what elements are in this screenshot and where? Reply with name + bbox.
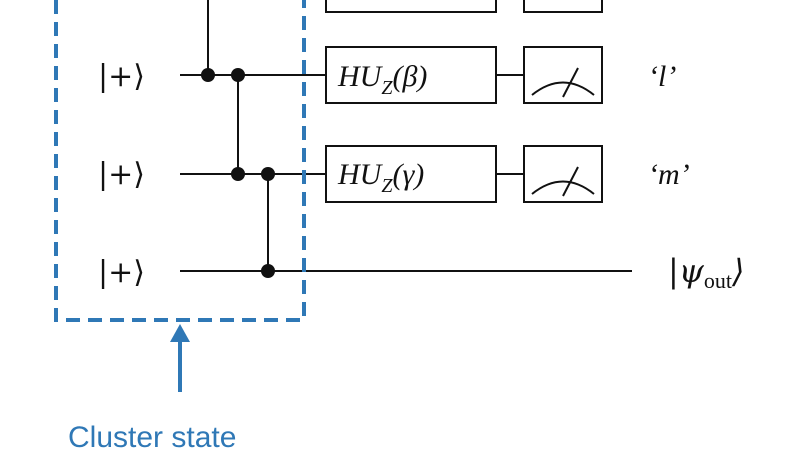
measure-box-top-partial (523, 0, 603, 13)
entangling-gates (201, 68, 275, 278)
control-dot (201, 68, 215, 82)
input-ket-2: |+⟩ (98, 157, 145, 192)
arrow-up-icon (170, 324, 190, 392)
gate-box-top-partial (325, 0, 497, 13)
wire-row-1: |+⟩ HUZ(β) ‘l’ (98, 46, 676, 104)
control-dot (261, 264, 275, 278)
cluster-state-frame (54, 0, 306, 322)
wire-row-2: |+⟩ HUZ(γ) ‘m’ (98, 145, 690, 203)
wire-row-3: |+⟩ |ψout⟩ (98, 252, 744, 293)
meter-icon (531, 67, 595, 98)
cluster-state-caption: Cluster state (68, 421, 236, 450)
gate-hu-gamma-label: HUZ(γ) (337, 158, 424, 197)
gate-hu-gamma (325, 145, 497, 203)
measurement-box-1 (523, 46, 603, 104)
control-dot (261, 167, 275, 181)
outcome-label-m: ‘m’ (648, 158, 690, 191)
output-state-label: |ψout⟩ (668, 252, 744, 293)
gate-hu-beta (325, 46, 497, 104)
control-dot (231, 68, 245, 82)
gate-hu-beta-label: HUZ(β) (337, 60, 427, 99)
measurement-box-2 (523, 145, 603, 203)
input-ket-3: |+⟩ (98, 255, 145, 290)
control-dot (231, 167, 245, 181)
outcome-label-l: ‘l’ (648, 60, 676, 93)
meter-icon (531, 166, 595, 197)
wire-row-top-partial (207, 0, 603, 75)
input-ket-1: |+⟩ (98, 59, 145, 94)
